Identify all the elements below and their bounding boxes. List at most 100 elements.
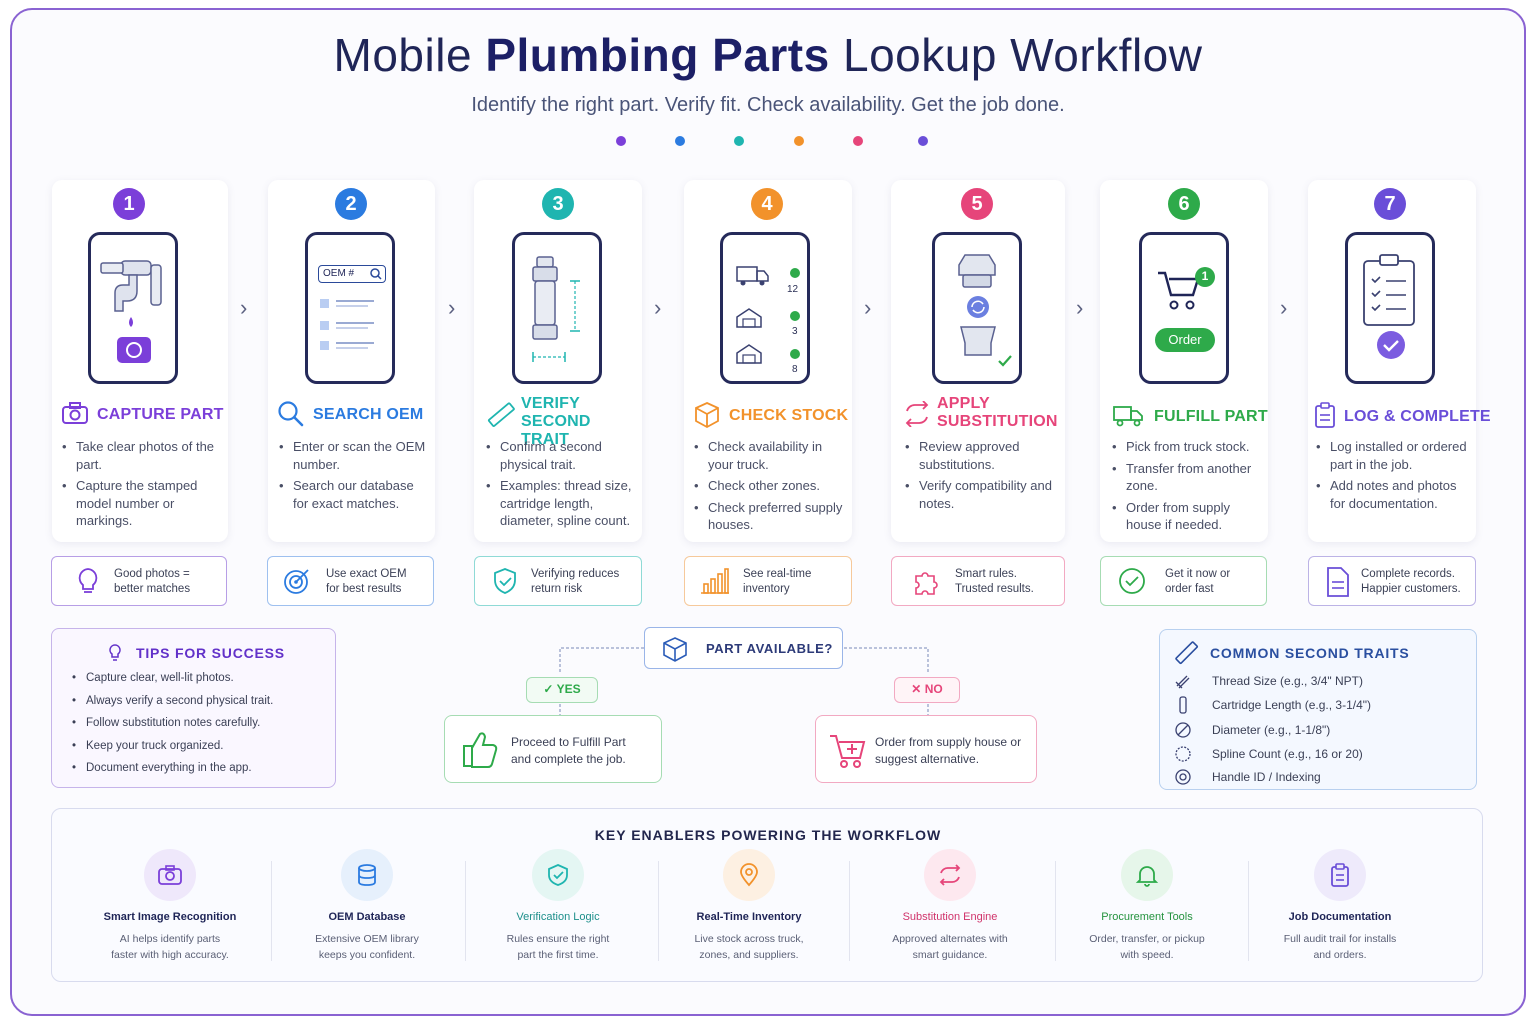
tip-card: Use exact OEM for best results — [267, 556, 434, 606]
tip-text: See real-time inventory — [743, 568, 812, 595]
chevron-right-icon: › — [864, 295, 872, 320]
substitution-icon — [958, 254, 1012, 367]
phone-illustration — [932, 232, 1022, 384]
key-enablers-panel: KEY ENABLERS POWERING THE WORKFLOW Smart… — [51, 808, 1483, 982]
chevron-right-icon: › — [1280, 295, 1288, 320]
lightbulb-icon — [78, 568, 98, 593]
list-item: Enter or scan the OEM number. — [279, 438, 431, 473]
tip-card: Complete records. Happier customers. — [1308, 556, 1476, 606]
part-available-decision: PART AVAILABLE? — [644, 627, 843, 669]
dot — [675, 136, 685, 146]
cart-add-icon — [830, 735, 866, 768]
tip-card: Verifying reduces return risk — [474, 556, 642, 606]
shield-check-icon — [548, 864, 568, 886]
enabler-desc: Rules ensure the right part the first ti… — [506, 933, 610, 961]
tip-card: Good photos = better matches — [51, 556, 227, 606]
enabler-desc: Full audit trail for installs and orders… — [1283, 933, 1397, 961]
box-icon — [695, 402, 719, 429]
progress-dots — [614, 136, 934, 148]
dot — [734, 136, 744, 146]
step-number-badge: 4 — [751, 188, 783, 220]
list-item: Transfer from another zone. — [1112, 460, 1262, 495]
location-pin-icon — [740, 863, 758, 887]
spline-icon — [1175, 746, 1191, 762]
diameter-icon — [1175, 722, 1191, 738]
enabler-desc: Order, transfer, or pickup with speed. — [1089, 933, 1205, 961]
list-item: Verify compatibility and notes. — [905, 477, 1061, 512]
trait-item: Spline Count (e.g., 16 or 20) — [1212, 747, 1363, 761]
step-number-badge: 7 — [1374, 188, 1406, 220]
step-bullets: Review approved substitutions. Verify co… — [905, 438, 1061, 516]
page-subtitle: Identify the right part. Verify fit. Che… — [471, 94, 1065, 116]
enabler-desc: AI helps identify parts faster with high… — [111, 933, 229, 961]
ruler-icon — [1175, 641, 1198, 664]
tips-list: Capture clear, well-lit photos. Always v… — [72, 667, 273, 780]
enabler-icon-circle — [144, 849, 196, 901]
trait-item: Handle ID / Indexing — [1212, 770, 1321, 784]
step-title: CAPTURE PART — [97, 406, 224, 423]
tip-card: Get it now or order fast — [1100, 556, 1267, 606]
enabler-icon-circle — [1121, 849, 1173, 901]
list-item: Confirm a second physical trait. — [486, 438, 636, 473]
step-bullets: Confirm a second physical trait. Example… — [486, 438, 636, 534]
dot — [918, 136, 928, 146]
faucet-icon — [100, 260, 162, 363]
no-label: ✕ NO — [894, 677, 960, 703]
page-title: Mobile Plumbing Parts Lookup Workflow — [333, 29, 1203, 81]
dot — [616, 136, 626, 146]
database-icon — [358, 864, 376, 886]
list-item: Add notes and photos for documentation. — [1316, 477, 1472, 512]
list-item: Check preferred supply houses. — [694, 499, 846, 534]
no-outcome-text: Order from supply house or suggest alter… — [875, 735, 1022, 766]
list-item: Always verify a second physical trait. — [72, 690, 273, 713]
box-icon — [663, 637, 687, 662]
list-item: Log installed or ordered part in the job… — [1316, 438, 1472, 473]
tip-text: Smart rules. Trusted results. — [955, 568, 1034, 595]
chevron-right-icon: › — [654, 295, 662, 320]
step-number-badge: 5 — [961, 188, 993, 220]
step-number-badge: 3 — [542, 188, 574, 220]
phone-illustration: 12 3 8 — [720, 232, 810, 384]
enabler-name: Real-Time Inventory — [696, 911, 802, 923]
order-button[interactable]: Order — [1155, 328, 1215, 352]
list-item: Capture clear, well-lit photos. — [72, 667, 273, 690]
common-second-traits-panel: COMMON SECOND TRAITS Thread Size (e.g., … — [1159, 629, 1477, 790]
divider — [658, 861, 659, 961]
stock-count: 12 — [787, 284, 799, 295]
chevron-right-icon: › — [1076, 295, 1084, 320]
document-icon — [1327, 567, 1349, 597]
step-number-badge: 1 — [113, 188, 145, 220]
divider — [849, 861, 850, 961]
enabler-desc: Extensive OEM library keeps you confiden… — [315, 933, 419, 961]
thread-icon — [1175, 675, 1190, 689]
traits-title: COMMON SECOND TRAITS — [1210, 645, 1410, 661]
trait-item: Cartridge Length (e.g., 3-1/4") — [1212, 698, 1372, 712]
oem-search-field: OEM # — [318, 265, 386, 283]
checklist-icon — [1363, 254, 1415, 359]
thumbs-up-icon — [463, 732, 498, 768]
cartridge-icon — [532, 256, 580, 362]
result-list-icon — [320, 268, 382, 350]
enabler-icon-circle — [1314, 849, 1366, 901]
enablers-title: KEY ENABLERS POWERING THE WORKFLOW — [594, 827, 942, 843]
trait-item: Diameter (e.g., 1-1/8") — [1212, 723, 1331, 737]
camera-icon — [158, 865, 182, 885]
enabler-icon-circle — [341, 849, 393, 901]
bell-icon — [1135, 866, 1159, 887]
enabler-name: Substitution Engine — [902, 911, 998, 923]
chevron-right-icon: › — [240, 295, 248, 320]
enabler-icon-circle — [723, 849, 775, 901]
list-item: Pick from truck stock. — [1112, 438, 1262, 456]
trait-item: Thread Size (e.g., 3/4" NPT) — [1212, 674, 1363, 688]
swap-icon — [939, 864, 961, 886]
step-title: LOG & COMPLETE — [1344, 408, 1491, 425]
yes-outcome-text: Proceed to Fulfill Part and complete the… — [511, 735, 626, 766]
cart-icon — [1158, 267, 1215, 310]
stock-count: 3 — [792, 326, 798, 337]
swap-icon — [905, 401, 929, 427]
phone-illustration — [88, 232, 178, 384]
step-number-badge: 2 — [335, 188, 367, 220]
phone-illustration — [1345, 232, 1435, 384]
step-title: SEARCH OEM — [313, 406, 424, 423]
check-circle-icon — [1119, 568, 1145, 594]
